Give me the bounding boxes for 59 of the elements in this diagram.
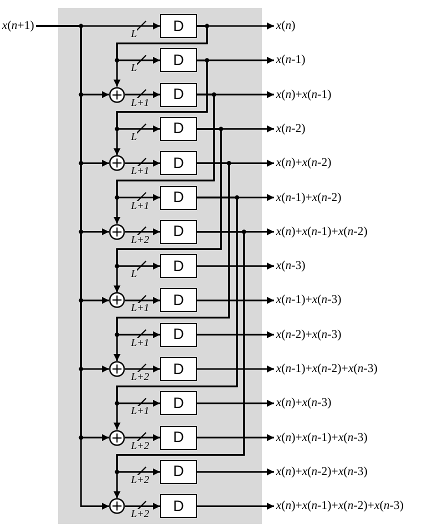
- delay-box: D: [160, 426, 197, 450]
- edge-label: L+2: [131, 372, 150, 383]
- delay-box: D: [160, 186, 197, 210]
- arrow: [197, 468, 274, 476]
- delay-box: D: [160, 151, 197, 176]
- arrow: [125, 296, 160, 304]
- arrow: [125, 160, 160, 167]
- output-signal-label: x(n)+x(n-3): [276, 395, 332, 410]
- edge-label: L: [131, 132, 137, 143]
- output-signal-label: x(n-1)+x(n-2): [276, 190, 342, 204]
- delay-box: D: [160, 494, 197, 518]
- output-signal-label: x(n-3): [276, 258, 306, 272]
- edge-label: L+1: [131, 200, 150, 212]
- delay-box: D: [160, 460, 197, 484]
- delay-box: D: [160, 14, 197, 38]
- output-signal-label: x(n)+x(n-1)+x(n-2): [276, 224, 368, 238]
- output-signal-label: x(n)+x(n-1)+x(n-3): [276, 430, 368, 444]
- output-signal-label: x(n-2)+x(n-3): [276, 326, 342, 341]
- arrow: [197, 262, 274, 270]
- edge-label: L+2: [131, 440, 150, 452]
- arrow: [197, 502, 274, 510]
- arrow: [197, 366, 274, 372]
- delay-box: D: [160, 116, 197, 141]
- arrow: [125, 434, 160, 442]
- output-signal-label: x(n): [276, 18, 296, 32]
- output-signal-label: x(n-2): [276, 120, 306, 135]
- edge-label: L+1: [131, 98, 150, 109]
- delay-box: D: [160, 48, 197, 72]
- arrow: [125, 91, 160, 98]
- delay-box: D: [160, 254, 197, 278]
- delay-box: D: [160, 322, 197, 347]
- arrow: [114, 25, 208, 87]
- output-signal-label: x(n)+x(n-2)+x(n-3): [276, 464, 368, 478]
- delay-box: D: [160, 288, 197, 312]
- arrow: [114, 94, 215, 224]
- delay-box: D: [160, 82, 197, 107]
- delay-box: D: [160, 220, 197, 244]
- edge-label: L: [131, 29, 137, 40]
- arrow: [114, 60, 208, 156]
- output-signal-label: x(n)+x(n-1)+x(n-2)+x(n-3): [276, 498, 404, 512]
- arrow: [125, 366, 160, 372]
- output-signal-label: x(n-1): [276, 52, 306, 66]
- output-signal-label: x(n-1)+x(n-2)+x(n-3): [276, 361, 378, 375]
- arrow: [197, 331, 274, 338]
- output-signal-label: x(n-1)+x(n-3): [276, 292, 342, 306]
- arrow: [125, 228, 160, 236]
- arrow: [197, 400, 274, 407]
- input-signal-label: x(n+1): [2, 18, 34, 32]
- delay-box: D: [160, 391, 197, 416]
- arrow: [114, 128, 222, 292]
- delay-box: D: [160, 357, 197, 381]
- arrow: [197, 296, 274, 304]
- output-signal-label: x(n)+x(n-1): [276, 86, 332, 101]
- edge-label: L+1: [131, 338, 150, 349]
- edge-label: L+2: [131, 234, 150, 246]
- output-signal-label: x(n)+x(n-2): [276, 155, 332, 170]
- arrow: [125, 502, 160, 510]
- arrow: [197, 434, 274, 442]
- edge-label: L+2: [131, 474, 150, 486]
